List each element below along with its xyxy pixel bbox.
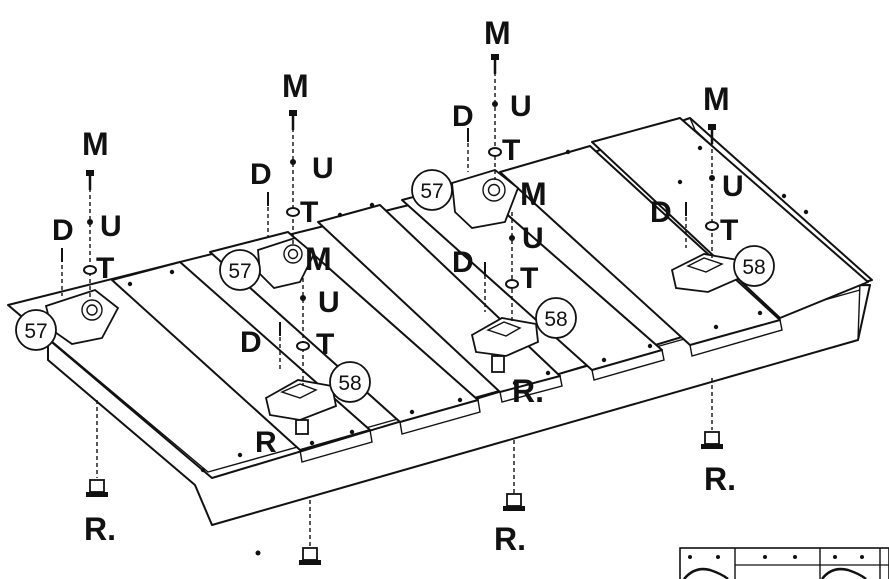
part-57-c: 57 xyxy=(420,180,443,203)
label-u-1: U xyxy=(100,210,122,243)
part-58-b: 58 xyxy=(544,308,567,331)
assembly-lines xyxy=(61,72,713,548)
screw-holes xyxy=(127,145,809,473)
glide-r-3 xyxy=(503,493,525,511)
hardware-labels: M U T D M U T D M U T D M U T D M U T D … xyxy=(52,15,744,557)
label-t-5: T xyxy=(520,262,538,295)
hardware xyxy=(61,54,723,565)
label-d-1: D xyxy=(52,214,74,247)
label-d-5: D xyxy=(452,246,474,279)
label-u-4: U xyxy=(510,90,532,123)
label-t-1: T xyxy=(96,252,114,285)
label-u-2: U xyxy=(312,152,334,185)
label-d-4: D xyxy=(452,100,474,133)
label-r-4: R. xyxy=(494,521,526,557)
label-d-6: D xyxy=(650,196,672,229)
label-r-2: R xyxy=(255,426,277,459)
label-r-3: R. xyxy=(512,373,544,409)
bolt-m-1 xyxy=(86,170,94,190)
label-m-1: M xyxy=(82,126,109,162)
part-57-b: 57 xyxy=(228,260,251,283)
part-callouts: 57 57 57 58 58 58 xyxy=(15,169,775,403)
label-t-4: T xyxy=(502,134,520,167)
inset-partial xyxy=(679,547,889,579)
part-58-c: 58 xyxy=(742,256,765,279)
label-m-5: M xyxy=(520,176,547,212)
part-57-a: 57 xyxy=(24,320,47,343)
bracket-58-a xyxy=(264,379,338,421)
label-d-2: D xyxy=(250,158,272,191)
label-m-4: M xyxy=(484,15,511,51)
label-r-5: R. xyxy=(704,461,736,497)
label-u-5: U xyxy=(522,222,544,255)
label-t-2: T xyxy=(300,196,318,229)
bolt-m-2 xyxy=(289,110,297,130)
bolt-m-4 xyxy=(708,124,716,144)
label-u-6: U xyxy=(722,170,744,203)
label-m-2: M xyxy=(282,68,309,104)
label-m-3: M xyxy=(305,241,332,277)
glide-r-4 xyxy=(701,431,723,449)
glide-r-1 xyxy=(86,479,108,497)
label-d-3: D xyxy=(240,326,262,359)
label-t-6: T xyxy=(720,214,738,247)
label-r-1: R. xyxy=(84,511,116,547)
part-58-a: 58 xyxy=(338,372,361,395)
label-u-3: U xyxy=(318,286,340,319)
bolt-m-3 xyxy=(491,54,499,74)
label-t-3: T xyxy=(316,328,334,361)
label-m-6: M xyxy=(703,81,730,117)
glide-r-2 xyxy=(299,547,321,565)
bracket-58-b xyxy=(470,317,539,357)
